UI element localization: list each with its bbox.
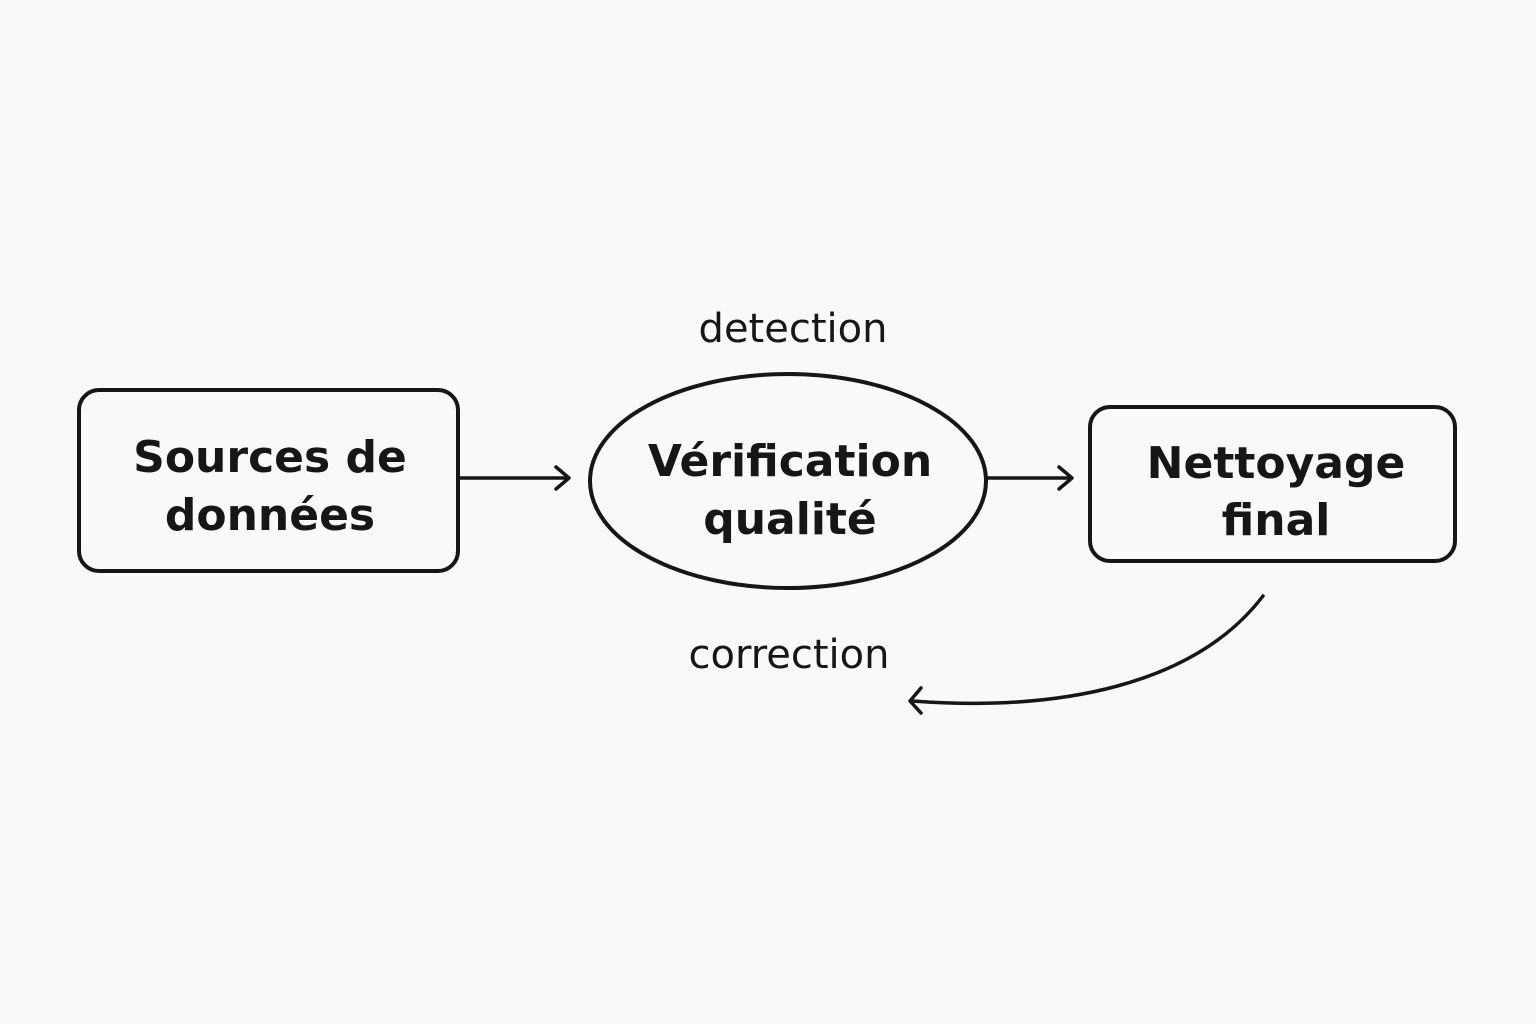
edge-verification-to-nettoyage: [986, 465, 1074, 491]
edge-nettoyage-feedback: [908, 594, 1265, 715]
node-verification-label-line1: Vérification: [648, 436, 932, 487]
edge-label-detection: detection: [699, 306, 888, 352]
node-sources-de-donnees: Sources de données: [77, 388, 460, 573]
node-nettoyage-label-line1: Nettoyage: [1147, 438, 1406, 489]
node-sources-label-line1: Sources de: [133, 432, 407, 483]
edge-label-correction: correction: [689, 632, 890, 678]
node-sources-box: [77, 388, 460, 573]
node-sources-label-line2: données: [165, 490, 375, 541]
node-nettoyage-label-line2: final: [1222, 495, 1331, 546]
node-nettoyage-box: [1088, 405, 1457, 563]
arrowhead-icon: [1057, 465, 1074, 491]
node-nettoyage-final: Nettoyage final: [1088, 405, 1457, 563]
node-verification-qualite: Vérification qualité: [588, 372, 988, 590]
edge-sources-to-verification: [458, 465, 571, 491]
arrowhead-icon: [908, 686, 923, 715]
node-verification-ellipse: [588, 372, 988, 590]
node-verification-label-line2: qualité: [703, 494, 877, 545]
arrowhead-icon: [554, 465, 571, 491]
